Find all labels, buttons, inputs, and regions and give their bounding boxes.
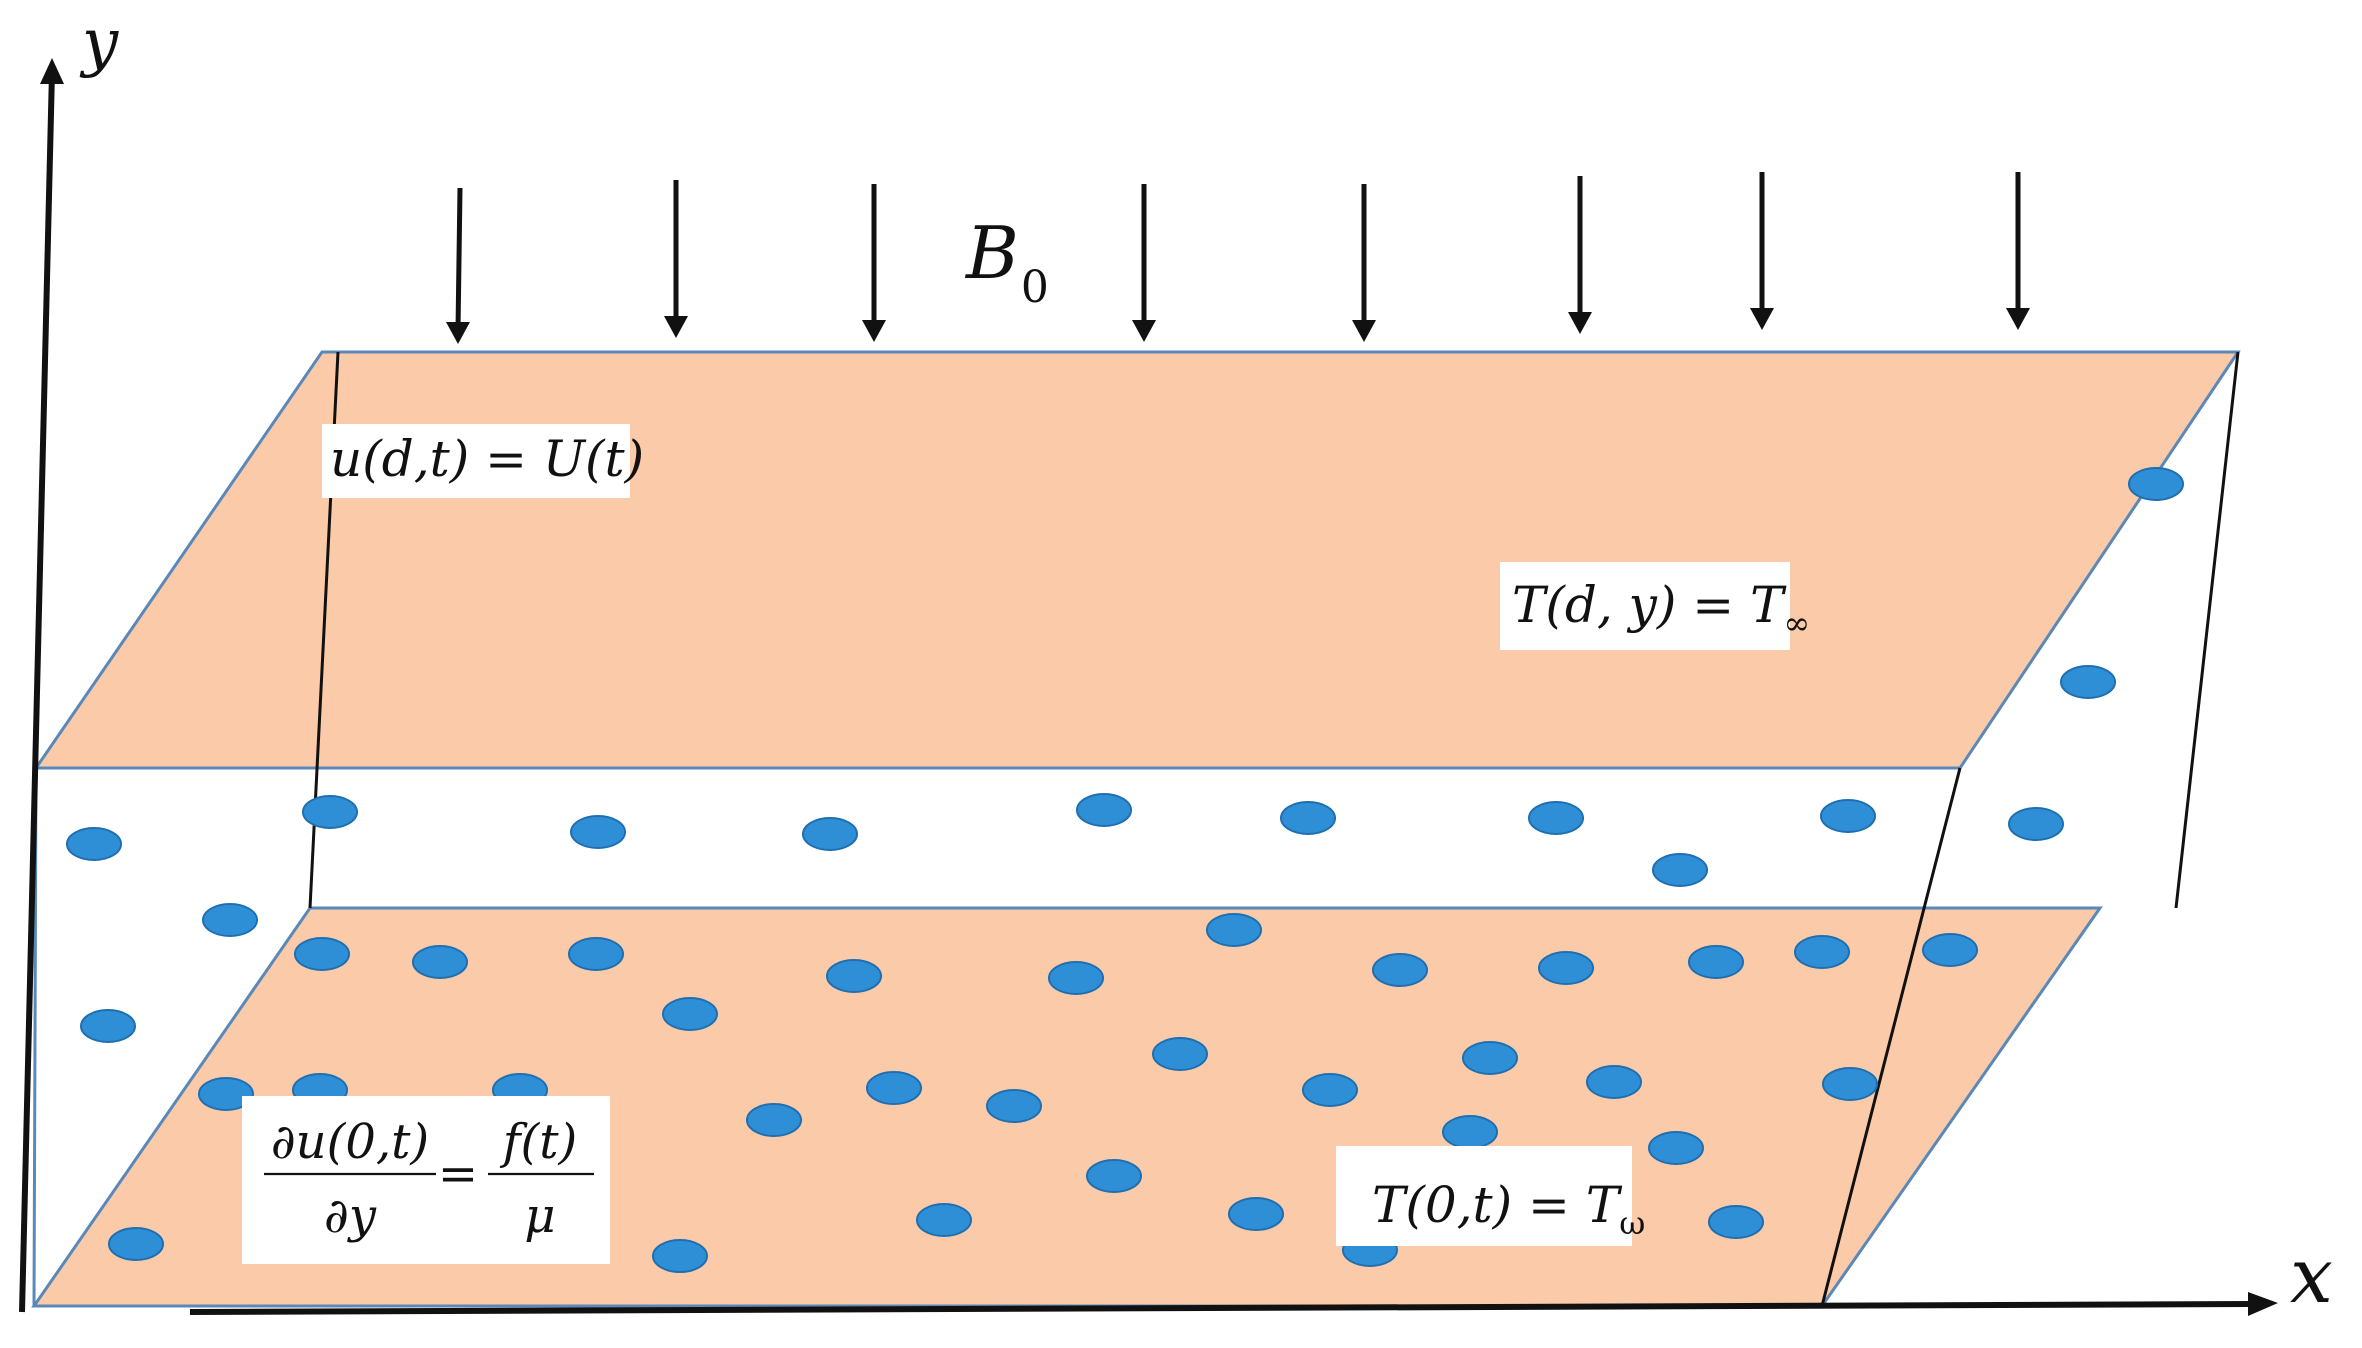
y-axis-label: y (79, 6, 119, 80)
x-axis-label: x (2290, 1231, 2333, 1320)
field-arrowhead (1132, 320, 1156, 342)
bottom-temperature-equation: T(0,t) = Tω (1372, 1176, 1645, 1242)
particle (1076, 793, 1132, 827)
particle (412, 945, 468, 979)
particle (1442, 1115, 1498, 1149)
particle (1048, 961, 1104, 995)
right-back-edge (2174, 351, 2240, 909)
x-axis-arrowhead (2248, 1292, 2278, 1316)
field-arrowhead (446, 322, 470, 344)
field-arrowhead (664, 316, 688, 338)
right-mid-edge (1820, 767, 1962, 1307)
shear-numerator: ∂u(0,t) (271, 1114, 429, 1170)
particle (1280, 801, 1336, 835)
field-arrowhead (1568, 312, 1592, 334)
field-arrowhead (2006, 308, 2030, 330)
top-velocity-equation: u(d,t) = U(t) (330, 430, 644, 488)
particle (1586, 1065, 1642, 1099)
particle (1922, 933, 1978, 967)
particle (2060, 665, 2116, 699)
field-arrowhead (1750, 308, 1774, 330)
particle (2008, 807, 2064, 841)
particle (2128, 467, 2184, 501)
bottom-shear-equation: ∂u(0,t) ∂y = f(t) μ (264, 1114, 594, 1244)
magnetic-field-arrows (455, 172, 2021, 331)
particle (108, 1227, 164, 1261)
particle (568, 937, 624, 971)
particle (1462, 1041, 1518, 1075)
particle (746, 1103, 802, 1137)
particle (198, 1077, 254, 1111)
particle (1794, 935, 1850, 969)
particle (80, 1009, 136, 1043)
particle (916, 1203, 972, 1237)
particles (66, 467, 2184, 1273)
particle (986, 1089, 1042, 1123)
particle (1372, 953, 1428, 987)
field-arrow (455, 187, 463, 331)
particle (1822, 1067, 1878, 1101)
particle (866, 1071, 922, 1105)
top-velocity-label-bg (322, 424, 630, 498)
particle (1086, 1159, 1142, 1193)
particle (1648, 1131, 1704, 1165)
shear-rhs-numerator: f(t) (500, 1114, 578, 1170)
particle (570, 815, 626, 849)
particle (1528, 801, 1584, 835)
particle (662, 997, 718, 1031)
particle (1152, 1037, 1208, 1071)
top-plate (33, 350, 2241, 770)
particle (1820, 799, 1876, 833)
y-axis (19, 71, 55, 1313)
particle (1688, 945, 1744, 979)
shear-denominator: ∂y (324, 1188, 377, 1244)
shear-rhs-denominator: μ (524, 1188, 555, 1244)
shear-equals: = (438, 1146, 478, 1202)
particle (294, 937, 350, 971)
x-axis (189, 1301, 2251, 1315)
particle (1302, 1073, 1358, 1107)
particle (802, 817, 858, 851)
particle (1228, 1197, 1284, 1231)
bottom-temperature-label-bg (1336, 1146, 1632, 1246)
particle (652, 1239, 708, 1273)
bottom-shear-label-bg (242, 1096, 610, 1264)
field-arrowhead (1352, 320, 1376, 342)
particle (1652, 853, 1708, 887)
field-label: B0 (964, 211, 1049, 313)
particle (1206, 913, 1262, 947)
top-temperature-equation: T(d, y) = T∞ (1512, 576, 1810, 642)
y-axis-arrowhead (40, 58, 64, 84)
particle (202, 903, 258, 937)
top-temperature-label-bg (1500, 562, 1790, 650)
particle (66, 827, 122, 861)
particle (826, 959, 882, 993)
particle (1708, 1205, 1764, 1239)
particle (302, 795, 358, 829)
field-arrowhead (862, 320, 886, 342)
particle (1538, 951, 1594, 985)
